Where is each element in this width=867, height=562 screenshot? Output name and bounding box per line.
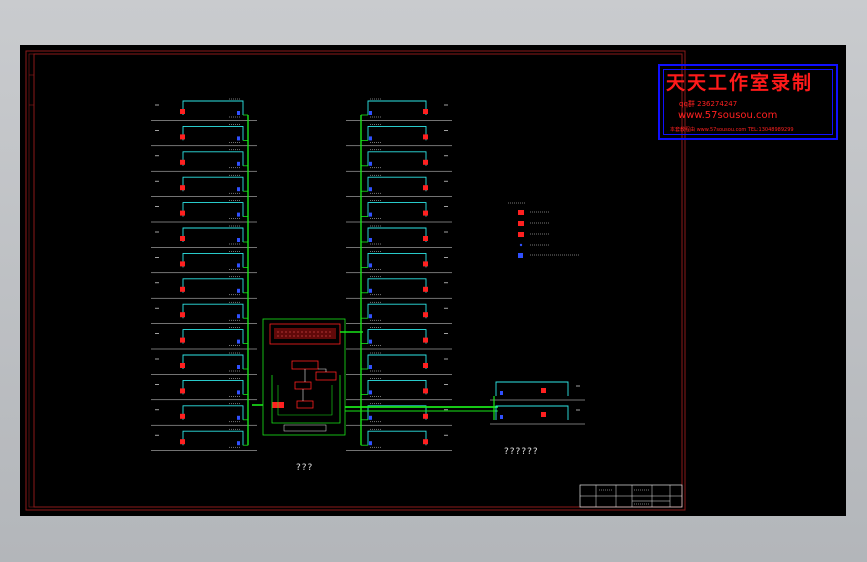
floor-row <box>151 149 257 172</box>
floor-row <box>151 174 257 197</box>
central-control-cabinet <box>252 318 498 436</box>
floor-row <box>346 428 452 451</box>
annex-diagram-caption: ?????? <box>504 447 539 457</box>
annex-riser-diagram <box>490 381 585 425</box>
annex-floor-row <box>490 381 585 401</box>
inner-frame <box>33 53 683 508</box>
outer-frame <box>25 50 686 511</box>
floor-row <box>151 251 257 274</box>
title-block <box>579 484 683 508</box>
watermark-url: www.57sousou.com <box>678 110 778 121</box>
floor-row <box>151 200 257 223</box>
watermark-stamp: 天天工作室录制 qq群 236274247 www.57sousou.com 本… <box>658 64 838 140</box>
floor-row <box>346 124 452 147</box>
drawing-viewport[interactable]: ??? ?????? 天天工作室录制 qq群 236274247 www.57s… <box>20 45 846 516</box>
floor-row <box>151 428 257 451</box>
floor-row <box>346 352 452 375</box>
floor-row <box>346 98 452 121</box>
floor-row <box>151 352 257 375</box>
watermark-contact: 本套教程由 www.57sousou.com TEL:13048989299 <box>670 127 794 133</box>
floor-row <box>151 301 257 324</box>
floor-row <box>151 378 257 401</box>
floor-row <box>346 225 452 248</box>
floor-row <box>346 378 452 401</box>
floor-row <box>151 327 257 350</box>
floor-row <box>346 276 452 299</box>
left-riser-diagram <box>151 98 257 451</box>
main-diagram-caption: ??? <box>296 463 314 473</box>
watermark-inner-border <box>663 69 833 135</box>
watermark-qq: qq群 236274247 <box>679 100 738 108</box>
legend <box>508 202 580 258</box>
floor-row <box>346 301 452 324</box>
floor-row <box>346 403 452 426</box>
floor-row <box>151 225 257 248</box>
electrical-system-diagram <box>25 50 686 511</box>
floor-row <box>151 98 257 121</box>
floor-row <box>151 276 257 299</box>
floor-row <box>346 251 452 274</box>
annex-floor-row <box>490 405 585 425</box>
binding-margin <box>28 53 35 508</box>
floor-row <box>151 403 257 426</box>
floor-row <box>346 200 452 223</box>
watermark-title: 天天工作室录制 <box>666 72 814 94</box>
floor-row <box>346 327 452 350</box>
right-riser-diagram <box>346 98 452 451</box>
floor-row <box>346 149 452 172</box>
floor-row <box>151 124 257 147</box>
floor-row <box>346 174 452 197</box>
